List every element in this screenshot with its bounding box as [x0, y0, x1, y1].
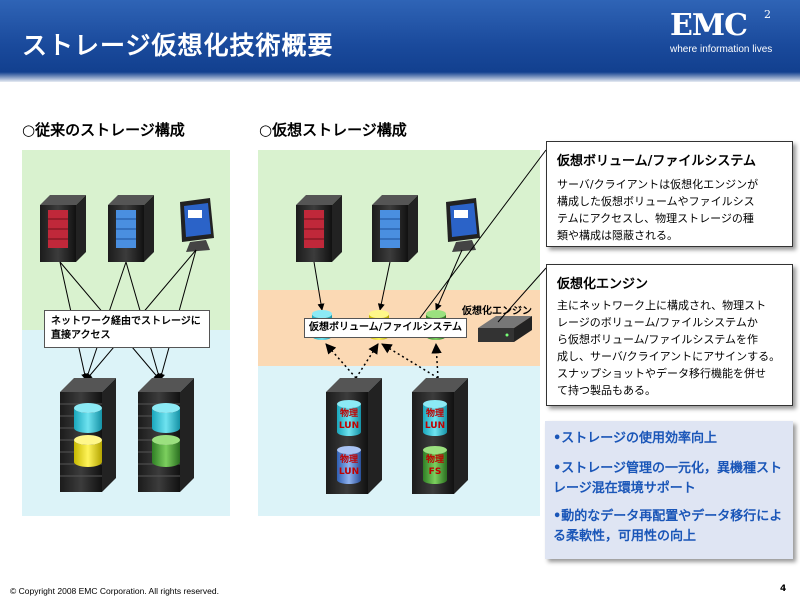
- left-client-monitor: [180, 198, 214, 252]
- benefits-box: •ストレージの使用効率向上 •ストレージ管理の一元化，異機種ストレージ混在環境サ…: [545, 421, 793, 559]
- left-server-red: [40, 195, 86, 262]
- storage-labels: 物理 LUN 物理 LUN 物理 LUN 物理 FS: [339, 407, 445, 477]
- emc-logo: EMC 2 where information lives: [660, 6, 792, 56]
- slide-title: ストレージ仮想化技術概要: [22, 31, 334, 60]
- info-title-engine: 仮想化エンジン: [557, 277, 649, 292]
- info-line: 構成した仮想ボリュームやファイルシス: [557, 195, 755, 208]
- virtual-volume-info-box: 仮想ボリューム/ファイルシステム サーバ/クライアントは仮想化エンジンが 構成し…: [546, 141, 793, 247]
- middle-storage-array-1: [326, 378, 382, 494]
- info-title-virtual-volume: 仮想ボリューム/ファイルシステム: [557, 154, 756, 169]
- leader-lines: [419, 149, 547, 323]
- info-line: レージのボリューム/ファイルシステムか: [557, 316, 758, 329]
- storage-b-bottom-line2: FS: [429, 467, 442, 477]
- traditional-heading: ○従来のストレージ構成: [22, 121, 185, 139]
- mapping-arrows: [325, 342, 442, 379]
- info-line: 類や構成は隠蔽される。: [557, 229, 678, 242]
- storage-a-top-line1: 物理: [340, 407, 358, 419]
- virtual-heading: ○仮想ストレージ構成: [259, 121, 407, 139]
- page-number: 4: [780, 584, 787, 594]
- storage-a-bottom-line1: 物理: [340, 453, 358, 465]
- info-line: スナップショットやデータ移行機能を併せ: [557, 367, 766, 380]
- left-storage-array-2: [138, 378, 194, 492]
- info-line: サーバ/クライアントは仮想化エンジンが: [557, 178, 759, 191]
- info-line: テムにアクセスし、物理ストレージの種: [557, 212, 754, 225]
- info-line: ら仮想ボリューム/ファイルシステムを作: [557, 333, 759, 346]
- storage-b-top-line1: 物理: [426, 407, 444, 419]
- logo-superscript: 2: [764, 8, 771, 21]
- title-bar: ストレージ仮想化技術概要 EMC 2 where information liv…: [0, 0, 800, 82]
- copyright-footer: © Copyright 2008 EMC Corporation. All ri…: [10, 586, 219, 596]
- benefit-item: •動的なデータ再配置やデータ移行による柔軟性，可用性の向上: [553, 509, 783, 544]
- virtual-volume-label: 仮想ボリューム/ファイルシステム: [304, 318, 468, 338]
- info-body-virtual-volume: サーバ/クライアントは仮想化エンジンが 構成した仮想ボリュームやファイルシス テ…: [557, 176, 758, 244]
- info-line: 主にネットワーク上に構成され、物理スト: [557, 299, 767, 312]
- middle-client-monitor: [446, 198, 480, 252]
- left-server-blue: [108, 195, 154, 262]
- storage-a-top-line2: LUN: [339, 421, 359, 431]
- virtualization-engine-appliance: [478, 316, 532, 342]
- middle-storage-array-2: [412, 378, 468, 494]
- storage-b-top-line2: LUN: [425, 421, 445, 431]
- middle-server-blue: [372, 195, 418, 262]
- info-line: て持つ製品もある。: [557, 384, 656, 397]
- info-body-engine: 主にネットワーク上に構成され、物理スト レージのボリューム/ファイルシステムか …: [557, 297, 780, 399]
- benefit-item: •ストレージの使用効率向上: [553, 431, 718, 446]
- logo-tagline: where information lives: [670, 44, 773, 55]
- logo-text: EMC: [670, 8, 748, 43]
- storage-a-bottom-line2: LUN: [339, 467, 359, 477]
- info-line: 成し、サーバ/クライアントにアサインする。: [557, 350, 781, 363]
- middle-server-red: [296, 195, 342, 262]
- left-storage-array-1: [60, 378, 116, 492]
- engine-label: 仮想化エンジン: [462, 306, 532, 317]
- left-storage-zone: [22, 330, 230, 516]
- direct-access-callout: ネットワーク経由でストレージに直接アクセス: [44, 310, 210, 348]
- storage-b-bottom-line1: 物理: [426, 453, 444, 465]
- engine-info-box: 仮想化エンジン 主にネットワーク上に構成され、物理スト レージのボリューム/ファ…: [546, 264, 793, 406]
- benefit-item: •ストレージ管理の一元化，異機種ストレージ混在環境サポート: [553, 461, 783, 496]
- middle-storage-zone: [258, 366, 540, 516]
